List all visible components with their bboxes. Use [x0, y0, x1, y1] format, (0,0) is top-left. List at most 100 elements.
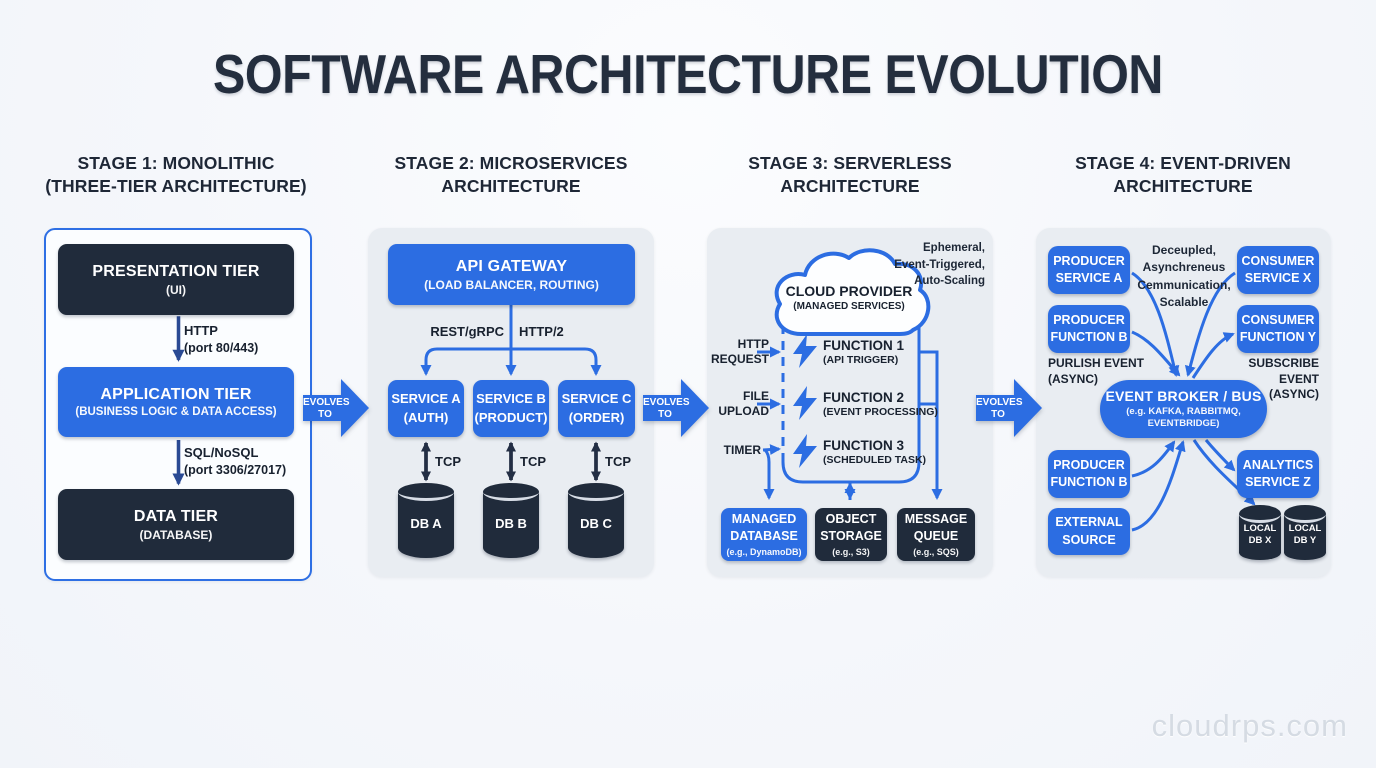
- event-broker-bus: EVENT BROKER / BUS (e.g. KAFKA, RABBITMQ…: [1100, 380, 1267, 438]
- cloud-provider-text: CLOUD PROVIDER (MANAGED SERVICES): [763, 282, 935, 313]
- local-db-x-line1: LOCAL: [1243, 523, 1277, 534]
- serverless-annotation-line1: Ephemeral,: [923, 242, 985, 254]
- message-queue-line2: QUEUE: [913, 529, 959, 543]
- external-source-line1: EXTERNAL: [1055, 515, 1123, 530]
- producer-service-a-line2: SERVICE A: [1055, 271, 1123, 285]
- local-db-x-line2: DB X: [1248, 535, 1272, 547]
- managed-database-subtitle: (e.g., DynamoDB): [726, 547, 802, 558]
- consumer-service-x-line2: SERVICE X: [1244, 271, 1312, 285]
- db-c-label: DB C: [580, 516, 612, 531]
- service-b-box: SERVICE B (PRODUCT): [473, 380, 549, 437]
- api-gateway-box: API GATEWAY (LOAD BALANCER, ROUTING): [388, 244, 635, 305]
- http-connector-label: HTTP (port 80/443): [184, 323, 258, 356]
- event-driven-annotation: Deceupled, Asynchreneus Cemmunication, S…: [1132, 242, 1236, 312]
- stage4-panel: Deceupled, Asynchreneus Cemmunication, S…: [1036, 228, 1331, 577]
- function2-text: FUNCTION 2 (EVENT PROCESSING): [823, 390, 938, 419]
- event-driven-annotation-line2: Asynchreneus: [1142, 260, 1226, 275]
- analytics-service-z-box: ANALYTICS SERVICE Z: [1237, 450, 1319, 498]
- http-port-label: (port 80/443): [184, 340, 259, 355]
- db-a-label: DB A: [410, 516, 442, 531]
- evolves-arrow-icon: [643, 379, 709, 437]
- trigger-timer: TIMER: [709, 443, 761, 458]
- evolves-arrow-icon: [303, 379, 369, 437]
- evolves-line2: TO: [991, 409, 1005, 420]
- trigger-timer-line1: TIMER: [723, 443, 761, 457]
- producer-function-b-line2: FUNCTION B: [1050, 330, 1128, 344]
- function2-title: FUNCTION 2: [823, 390, 904, 405]
- service-c-box: SERVICE C (ORDER): [558, 380, 635, 437]
- producer-service-a-box: PRODUCER SERVICE A: [1048, 246, 1130, 294]
- object-storage-line2: STORAGE: [820, 529, 882, 543]
- evolves-to-label-1: EVOLVES TO: [303, 397, 350, 421]
- data-tier-title: DATA TIER: [133, 507, 219, 525]
- sql-label: SQL/NoSQL: [184, 445, 259, 460]
- stage2-header-line2: ARCHITECTURE: [441, 176, 581, 197]
- message-queue-subtitle: (e.g., SQS): [913, 547, 959, 558]
- subscribe-event-label: SUBSCRIBE EVENT (ASYNC): [1215, 356, 1319, 403]
- managed-database-box: MANAGED DATABASE (e.g., DynamoDB): [721, 508, 807, 561]
- local-db-y-icon: LOCAL DB Y: [1284, 505, 1326, 560]
- cloud-provider-subtitle: (MANAGED SERVICES): [793, 301, 905, 313]
- local-db-y-line1: LOCAL: [1288, 523, 1322, 534]
- object-storage-box: OBJECT STORAGE (e.g., S3): [815, 508, 887, 561]
- cloud-provider-shape: CLOUD PROVIDER (MANAGED SERVICES): [763, 238, 935, 342]
- lightning-icon: [793, 386, 817, 420]
- evolves-line1: EVOLVES: [976, 397, 1023, 408]
- message-queue-box: MESSAGE QUEUE (e.g., SQS): [897, 508, 975, 561]
- trigger-http-request: HTTP REQUEST: [709, 337, 769, 367]
- data-tier-subtitle: (DATABASE): [139, 527, 213, 542]
- consumer-function-y-box: CONSUMER FUNCTION Y: [1237, 305, 1319, 353]
- evolves-line1: EVOLVES: [303, 397, 350, 408]
- stage3-header-line1: STAGE 3: SERVERLESS: [748, 153, 952, 173]
- stage1-header: STAGE 1: MONOLITHIC (THREE-TIER ARCHITEC…: [26, 152, 326, 198]
- stage1-header-line1: STAGE 1: MONOLITHIC: [77, 153, 275, 173]
- evolves-to-arrow-1: EVOLVES TO: [303, 374, 369, 442]
- evolves-to-arrow-2: EVOLVES TO: [643, 374, 709, 442]
- stage2-panel: API GATEWAY (LOAD BALANCER, ROUTING) RES…: [368, 228, 654, 577]
- trigger-file-line1: FILE: [743, 389, 769, 403]
- analytics-service-z-line1: ANALYTICS: [1242, 457, 1314, 472]
- local-db-y-line2: DB Y: [1293, 535, 1317, 547]
- consumer-service-x-line1: CONSUMER: [1241, 253, 1315, 268]
- function1-title: FUNCTION 1: [823, 338, 904, 353]
- function3-subtitle: (SCHEDULED TASK): [823, 454, 927, 467]
- message-queue-line1: MESSAGE: [904, 511, 968, 526]
- data-tier-box: DATA TIER (DATABASE): [58, 489, 294, 560]
- event-broker-title: EVENT BROKER / BUS: [1105, 388, 1262, 405]
- service-a-title: SERVICE A: [391, 390, 461, 406]
- trigger-http-line1: HTTP: [737, 337, 769, 351]
- service-b-title: SERVICE B: [476, 390, 546, 406]
- service-c-title: SERVICE C: [561, 390, 632, 406]
- protocol-label-http2: HTTP/2: [519, 324, 564, 339]
- service-c-subtitle: (ORDER): [568, 409, 625, 425]
- stage4-header-line1: STAGE 4: EVENT-DRIVEN: [1075, 153, 1291, 173]
- stage4-header-line2: ARCHITECTURE: [1113, 176, 1253, 197]
- trigger-file-upload: FILE UPLOAD: [709, 389, 769, 419]
- serverless-annotation-line3: Auto-Scaling: [914, 275, 985, 288]
- consumer-service-x-box: CONSUMER SERVICE X: [1237, 246, 1319, 294]
- tcp-label-c: TCP: [605, 454, 631, 469]
- evolves-line2: TO: [318, 409, 332, 420]
- local-db-y-label: LOCAL DB Y: [1284, 523, 1326, 548]
- lightning-icon: [793, 434, 817, 468]
- evolves-line1: EVOLVES: [643, 397, 690, 408]
- event-driven-annotation-line3: Cemmunication,: [1137, 277, 1231, 292]
- tcp-label-a: TCP: [435, 454, 461, 469]
- event-broker-subtitle: (e.g. KAFKA, RABBITMQ, EVENTBRIDGE): [1100, 406, 1267, 430]
- evolves-line2: TO: [658, 409, 672, 420]
- event-driven-annotation-line1: Deceupled,: [1151, 243, 1217, 257]
- application-tier-box: APPLICATION TIER (BUSINESS LOGIC & DATA …: [58, 367, 294, 437]
- tcp-label-b: TCP: [520, 454, 546, 469]
- evolves-to-arrow-3: EVOLVES TO: [976, 374, 1042, 442]
- cloud-icon: [774, 248, 931, 336]
- stage3-header: STAGE 3: SERVERLESS ARCHITECTURE: [700, 152, 1000, 198]
- database-a-icon: DB A: [398, 483, 454, 558]
- cloud-provider-title: CLOUD PROVIDER: [785, 283, 913, 299]
- external-source-box: EXTERNAL SOURCE: [1048, 508, 1130, 555]
- sql-connector-label: SQL/NoSQL (port 3306/27017): [184, 445, 286, 478]
- serverless-annotation-line2: Event-Triggered,: [894, 258, 985, 271]
- api-gateway-title: API GATEWAY: [455, 257, 568, 275]
- function1-subtitle: (API TRIGGER): [823, 354, 899, 367]
- http-label: HTTP: [184, 323, 218, 338]
- sql-port-label: (port 3306/27017): [184, 462, 287, 477]
